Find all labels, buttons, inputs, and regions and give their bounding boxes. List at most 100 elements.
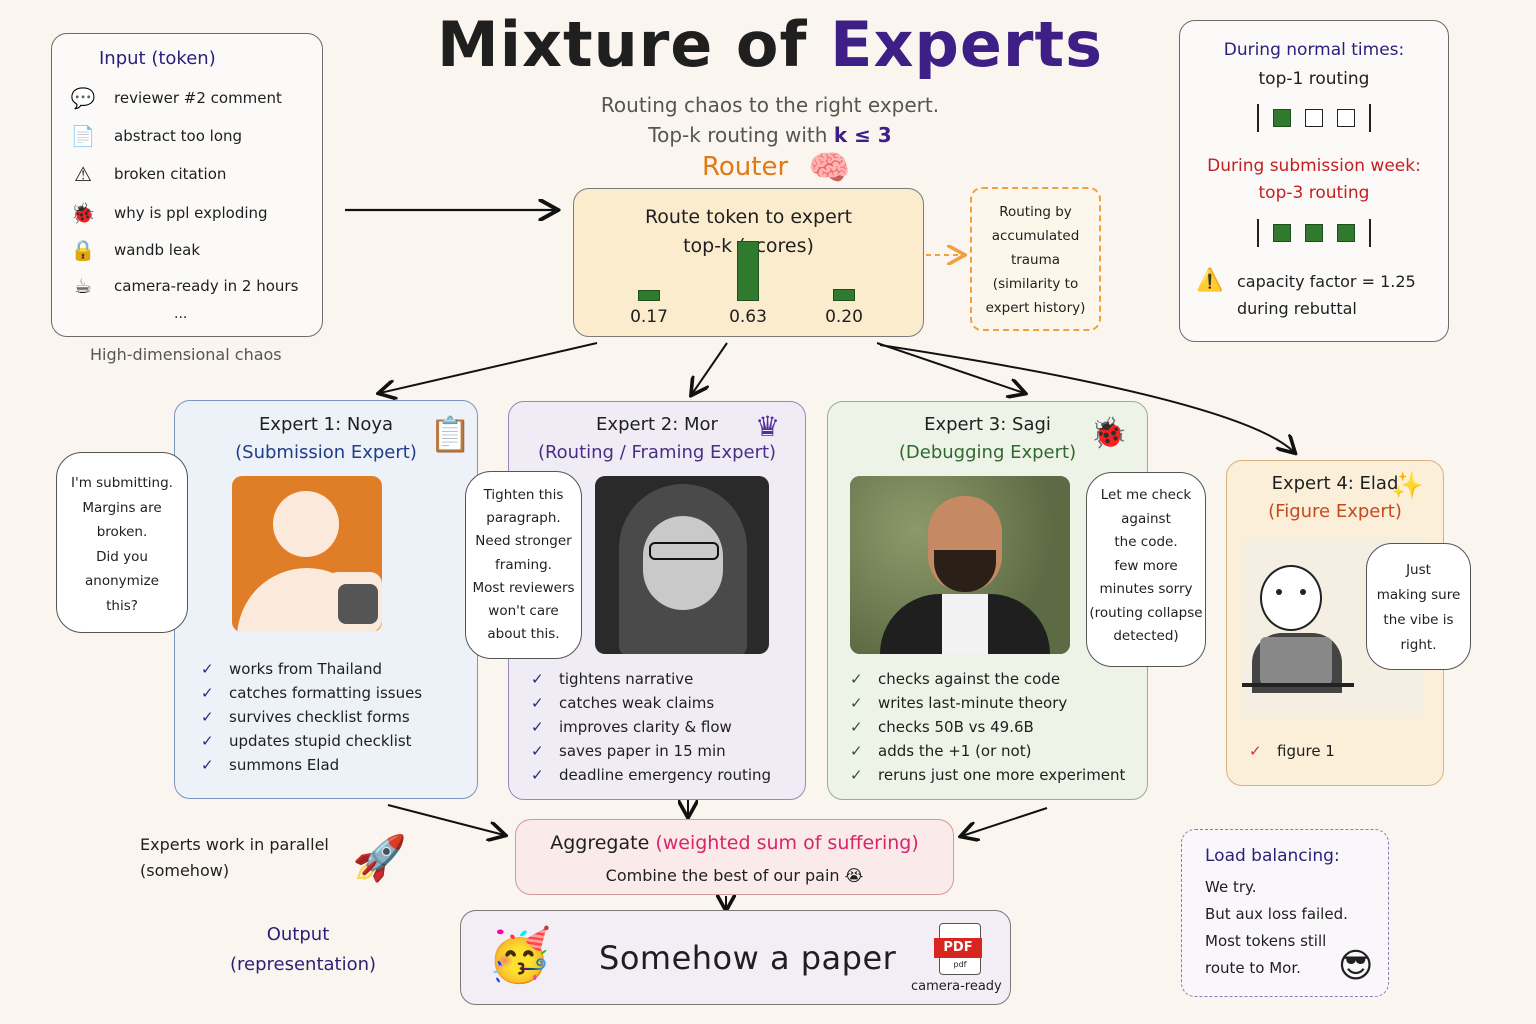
bubble-line: against bbox=[1121, 510, 1171, 527]
check-label: saves paper in 15 min bbox=[559, 742, 726, 760]
sunglasses-face-icon: 😎 bbox=[1338, 946, 1374, 986]
input-item-label: reviewer #2 comment bbox=[114, 89, 282, 107]
aggregate-line2: Combine the best of our pain 😭 bbox=[605, 866, 864, 885]
slot-empty bbox=[1305, 109, 1323, 127]
check-item: ✓adds the +1 (or not) bbox=[850, 739, 1125, 763]
bubble-line: the vibe is bbox=[1383, 612, 1454, 628]
router-note-line: Routing by bbox=[999, 204, 1072, 220]
expert-2-name: Expert 2: Mor bbox=[596, 414, 718, 435]
check-label: checks against the code bbox=[878, 670, 1061, 688]
output-line1: Output bbox=[266, 924, 330, 945]
input-item: 📄 abstract too long bbox=[66, 122, 243, 150]
pdf-icon: PDF pdf bbox=[934, 923, 982, 975]
parallel-line1: Experts work in parallel bbox=[140, 835, 329, 854]
checkmark-icon: ✓ bbox=[531, 718, 544, 736]
router-note-line: trauma bbox=[1010, 252, 1061, 268]
check-item: ✓updates stupid checklist bbox=[201, 729, 422, 753]
check-item: ✓ improves clarity & flow bbox=[531, 715, 771, 739]
capacity-line2: during rebuttal bbox=[1237, 299, 1357, 318]
check-item: ✓survives checklist forms bbox=[201, 705, 422, 729]
check-label: improves clarity & flow bbox=[559, 718, 732, 736]
router-note-line: accumulated bbox=[991, 228, 1080, 244]
score-label: 0.20 bbox=[825, 307, 863, 327]
check-label: checks 50B vs 49.6B bbox=[878, 718, 1034, 736]
bubble-line: minutes sorry bbox=[1099, 581, 1193, 597]
expert-1-header: Expert 1: Noya (Submission Expert) bbox=[175, 411, 477, 467]
bubble-line: Just bbox=[1406, 562, 1431, 578]
bubble-line: won't care bbox=[488, 603, 559, 620]
check-item: ✓reruns just one more experiment bbox=[850, 763, 1125, 787]
check-item: ✓figure 1 bbox=[1249, 739, 1335, 763]
input-item-label: wandb leak bbox=[114, 241, 201, 259]
expert-1-name: Expert 1: Noya bbox=[258, 414, 394, 435]
subtitle-line1: Routing chaos to the right expert. bbox=[600, 93, 940, 117]
input-item-label: abstract too long bbox=[114, 127, 243, 145]
router-line1: Route token to expert bbox=[644, 206, 853, 228]
input-item: ⚠broken citation bbox=[66, 160, 226, 188]
slot-active bbox=[1273, 224, 1291, 242]
parallel-line2: (somehow) bbox=[140, 861, 230, 880]
pdf-label: PDF bbox=[934, 938, 982, 958]
pdf-small-label: pdf bbox=[953, 960, 967, 969]
check-label: catches weak claims bbox=[559, 694, 715, 712]
final-text: Somehow a paper bbox=[599, 939, 897, 977]
subtitle-k: k ≤ 3 bbox=[833, 123, 892, 147]
check-label: works from Thailand bbox=[229, 660, 382, 678]
warning-icon: ⚠️ bbox=[1196, 268, 1224, 293]
expert3-to-aggregate-arrow bbox=[962, 807, 1048, 836]
slot-active bbox=[1337, 224, 1355, 242]
normal-sub: top-1 routing bbox=[1258, 69, 1370, 89]
aggregate-subtitle: (weighted sum of suffering) bbox=[655, 832, 919, 854]
expert-2-header: Expert 2: Mor (Routing / Framing Expert) bbox=[509, 411, 805, 467]
bubble-line: Tighten this bbox=[483, 487, 564, 503]
load-balancing-heading: Load balancing: bbox=[1205, 846, 1340, 866]
slot-bracket bbox=[1257, 219, 1259, 247]
output-label: Output (representation) bbox=[230, 920, 376, 980]
bubble-line: detected) bbox=[1113, 628, 1179, 644]
bubble-line: paragraph. bbox=[486, 510, 561, 527]
crown-icon: ♛ bbox=[755, 410, 781, 443]
document-icon: 📄 bbox=[70, 124, 96, 148]
avatar-placeholder bbox=[232, 476, 382, 632]
page-title: Mixture of Experts bbox=[400, 8, 1140, 81]
input-ellipsis: ... bbox=[174, 306, 188, 322]
load-balancing-line: But aux loss failed. bbox=[1205, 905, 1348, 923]
checkmark-icon: ✓ bbox=[850, 670, 863, 688]
bubble-line: Margins are bbox=[82, 499, 162, 516]
slot-active bbox=[1273, 109, 1291, 127]
slot-active bbox=[1305, 224, 1323, 242]
coffee-icon: ☕ bbox=[74, 274, 92, 298]
expert-3-role: (Debugging Expert) bbox=[898, 442, 1077, 463]
bubble-line: this? bbox=[106, 597, 138, 614]
checkmark-icon: ✓ bbox=[1249, 742, 1262, 760]
checkmark-icon: ✓ bbox=[850, 718, 863, 736]
bubble-line: about this. bbox=[487, 626, 560, 643]
checkmark-icon: ✓ bbox=[201, 660, 214, 678]
bubble-line: broken. bbox=[96, 524, 148, 540]
aggregate-box: Aggregate (weighted sum of suffering) Co… bbox=[515, 819, 954, 895]
normal-slots bbox=[1180, 104, 1448, 132]
input-card: Input (token) 💬reviewer #2 comment📄abstr… bbox=[51, 33, 323, 337]
routing-regimes-card: During normal times: top-1 routing Durin… bbox=[1179, 20, 1449, 342]
party-face-icon: 🥳 bbox=[487, 926, 552, 986]
parallel-note: Experts work in parallel (somehow) bbox=[140, 832, 329, 884]
checkmark-icon: ✓ bbox=[850, 742, 863, 760]
expert-4-role: (Figure Expert) bbox=[1268, 501, 1402, 522]
load-balancing-line: Most tokens still bbox=[1205, 932, 1327, 950]
input-item-label: camera-ready in 2 hours bbox=[114, 277, 299, 295]
title-accent: Experts bbox=[830, 8, 1103, 81]
rocket-icon: 🚀 bbox=[352, 833, 407, 884]
checkmark-icon: ✓ bbox=[201, 756, 214, 774]
checkmark-icon: ✓ bbox=[850, 694, 863, 712]
router-to-expert1-arrow bbox=[380, 342, 598, 393]
bubble-line: making sure bbox=[1376, 587, 1461, 603]
input-item: ☕ camera-ready in 2 hours bbox=[66, 272, 298, 300]
score-bar bbox=[638, 290, 660, 301]
score-label: 0.63 bbox=[729, 307, 767, 327]
router-to-expert3-arrow bbox=[876, 342, 1024, 393]
bubble-line: right. bbox=[1400, 637, 1437, 653]
bubble-line: the code. bbox=[1114, 534, 1178, 550]
slot-empty bbox=[1337, 109, 1355, 127]
expert-4-checks: ✓figure 1 bbox=[1249, 739, 1335, 763]
expert-3-checks: ✓checks against the code✓writes last-min… bbox=[850, 667, 1125, 787]
